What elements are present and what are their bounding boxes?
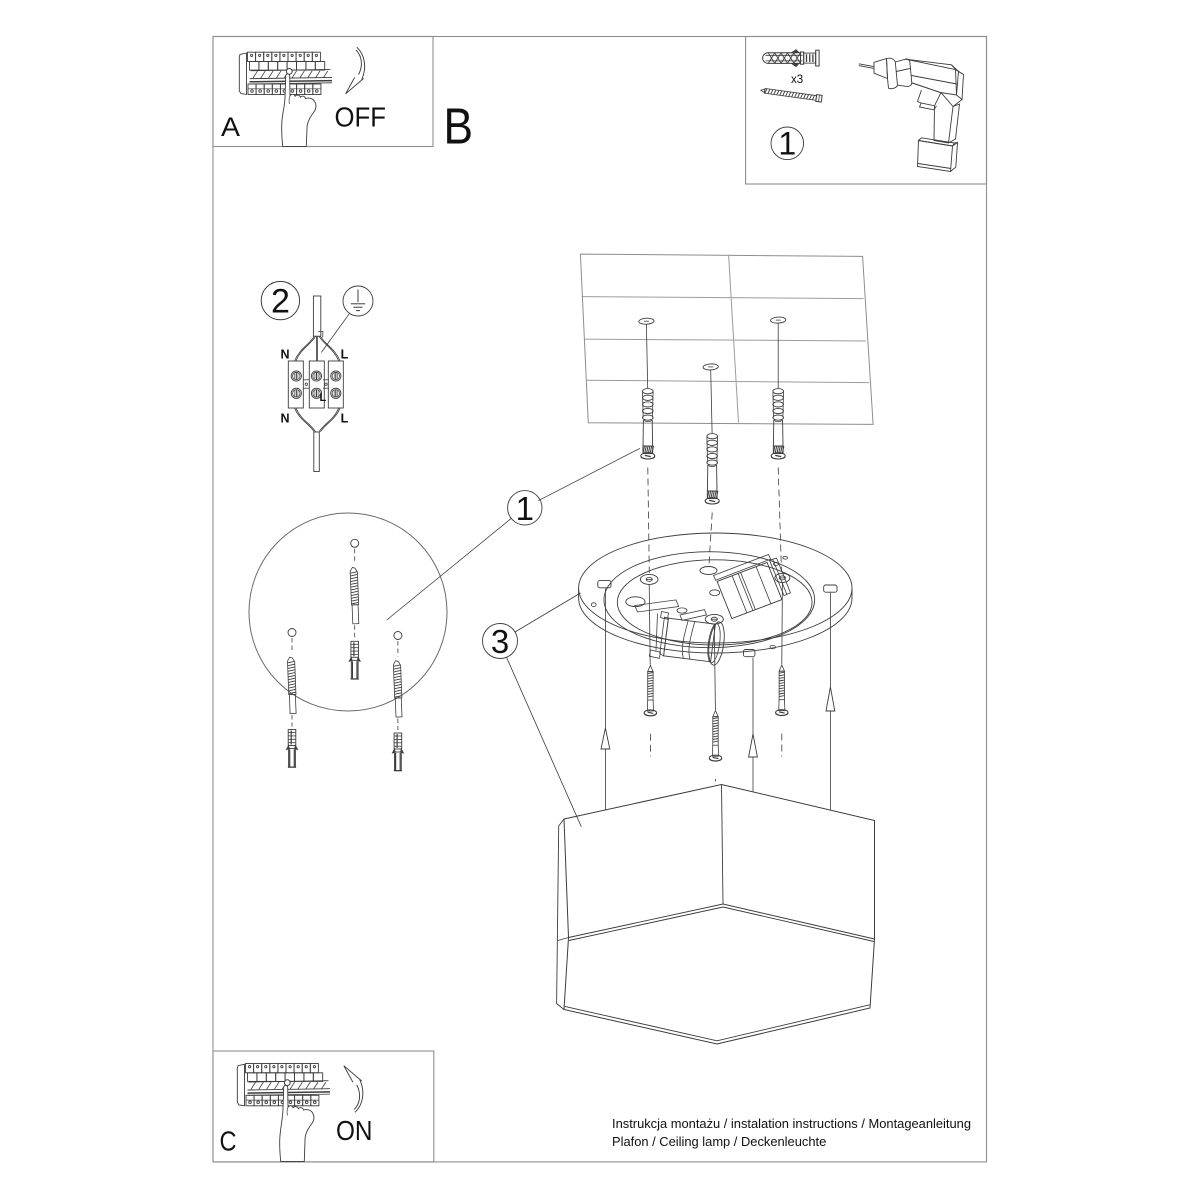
- svg-text:L: L: [341, 412, 349, 426]
- svg-text:C: C: [220, 1126, 237, 1157]
- svg-text:3: 3: [491, 623, 509, 660]
- svg-text:N: N: [280, 348, 289, 362]
- svg-text:Plafon / Ceiling lamp / Decken: Plafon / Ceiling lamp / Deckenleuchte: [612, 1134, 826, 1149]
- svg-text:B: B: [444, 98, 474, 155]
- svg-text:1: 1: [516, 490, 534, 527]
- svg-text:2: 2: [271, 283, 290, 321]
- svg-text:OFF: OFF: [335, 102, 387, 133]
- svg-text:x3: x3: [791, 74, 803, 86]
- svg-text:L: L: [320, 392, 327, 404]
- svg-text:A: A: [221, 112, 240, 142]
- svg-text:N: N: [280, 412, 289, 426]
- svg-text:1: 1: [778, 126, 796, 162]
- svg-text:Instrukcja montażu / instalati: Instrukcja montażu / instalation instruc…: [612, 1116, 971, 1131]
- svg-text:L: L: [341, 348, 349, 362]
- svg-text:ON: ON: [336, 1115, 373, 1146]
